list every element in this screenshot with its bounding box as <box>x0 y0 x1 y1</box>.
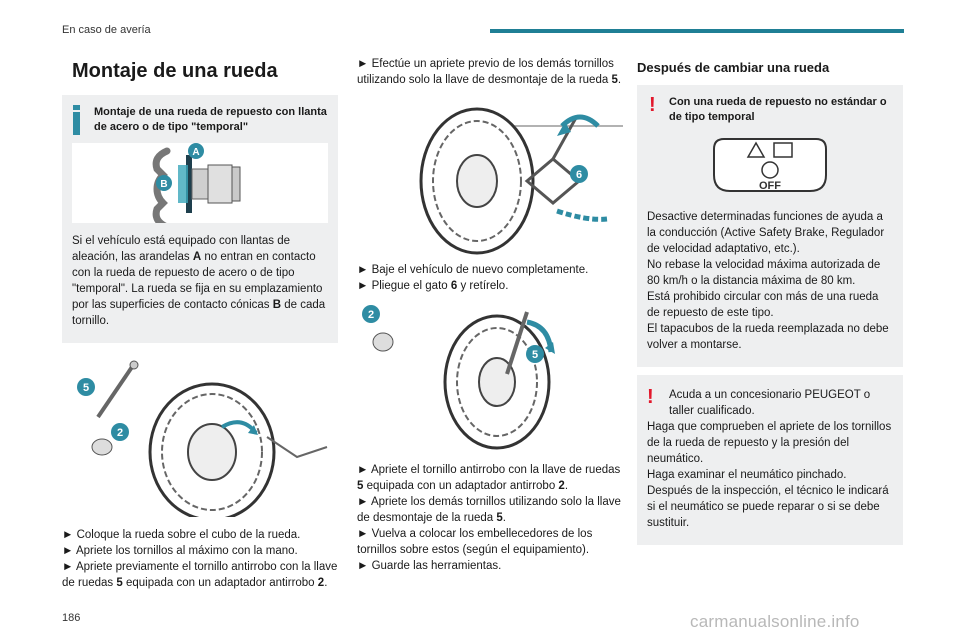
info-icon <box>72 105 81 135</box>
wheel-mount-illustration: 5 2 <box>62 357 338 522</box>
wheel-mount-svg: 5 2 <box>77 360 328 522</box>
warning-box-1: ! Con una rueda de repuesto no estándar … <box>637 85 903 367</box>
label-5: 5 <box>83 382 89 394</box>
warning-box-2-line-3: Haga examinar el neumático pinchado. <box>647 469 847 481</box>
bolt-washer-svg: A B <box>152 143 241 231</box>
column-2: ► Efectúe un apriete previo de los demás… <box>357 56 623 574</box>
jack-illustration: 6 <box>357 96 623 256</box>
watermark: carmanualsonline.info <box>690 612 860 631</box>
step-2: ► Apriete los tornillos al máximo con la… <box>62 545 298 557</box>
jack-svg: 6 <box>419 107 623 255</box>
warning-box-1-line-4: El tapacubos de la rueda reemplazada no … <box>647 323 889 351</box>
antitheft-illustration: 2 5 <box>357 302 623 452</box>
label-b: B <box>160 179 167 190</box>
warning-box-2: ! Acuda a un concesionario PEUGEOT o tal… <box>637 375 903 545</box>
label-a: A <box>192 147 199 158</box>
adas-panel-svg: OFF <box>713 138 827 192</box>
info-box-title: Montaje de una rueda de repuesto con lla… <box>72 105 328 135</box>
info-box-text: Si el vehículo está equipado con llantas… <box>72 235 326 327</box>
page-number: 186 <box>62 612 81 624</box>
step-prefit: ► Efectúe un apriete previo de los demás… <box>357 58 622 86</box>
step-tighten-others: ► Apriete los demás tornillos utilizando… <box>357 496 621 524</box>
section-title-after: Después de cambiar una rueda <box>637 60 830 75</box>
step-3: ► Apriete previamente el tornillo antirr… <box>62 561 338 589</box>
warning-icon-2: ! <box>647 386 654 408</box>
section-title: Montaje de una rueda <box>72 60 278 82</box>
adas-panel-illustration: OFF <box>647 135 893 197</box>
warning-box-1-line-3: Está prohibido circular con más de una r… <box>647 291 879 319</box>
column-1: Montaje de una rueda Montaje de una rued… <box>62 50 338 591</box>
label-2b: 2 <box>368 309 374 321</box>
warning-box-1-line-2: No rebase la velocidad máxima autorizada… <box>647 259 881 287</box>
warning-box-2-line-1: Acuda a un concesionario PEUGEOT o talle… <box>669 389 871 417</box>
warning-box-2-line-4: Después de la inspección, el técnico le … <box>647 485 889 529</box>
warning-box-1-line-1: Desactive determinadas funciones de ayud… <box>647 211 885 255</box>
label-5b: 5 <box>532 349 538 361</box>
antitheft-svg: 2 5 <box>362 305 555 450</box>
header-accent-bar <box>490 29 904 33</box>
step-store-tools: ► Guarde las herramientas. <box>357 560 502 572</box>
label-2: 2 <box>117 427 123 439</box>
step-refit-caps: ► Vuelva a colocar los embellecedores de… <box>357 528 593 556</box>
warning-icon: ! <box>649 94 656 116</box>
step-lower: ► Baje el vehículo de nuevo completament… <box>357 264 589 276</box>
warning-box-1-title: ! Con una rueda de repuesto no estándar … <box>649 94 887 123</box>
step-tighten-antitheft: ► Apriete el tornillo antirrobo con la l… <box>357 464 621 492</box>
step-fold-jack: ► Pliegue el gato 6 y retírelo. <box>357 280 509 292</box>
column-3: Después de cambiar una rueda ! Con una r… <box>637 50 903 545</box>
label-6: 6 <box>576 169 582 181</box>
info-box: Montaje de una rueda de repuesto con lla… <box>62 95 338 343</box>
running-header: En caso de avería <box>62 24 151 36</box>
step-1: ► Coloque la rueda sobre el cubo de la r… <box>62 529 301 541</box>
wheel-bolt-illustration: A B <box>72 143 328 231</box>
panel-off-label: OFF <box>759 180 781 192</box>
warning-box-2-line-2: Haga que comprueben el apriete de los to… <box>647 421 892 465</box>
